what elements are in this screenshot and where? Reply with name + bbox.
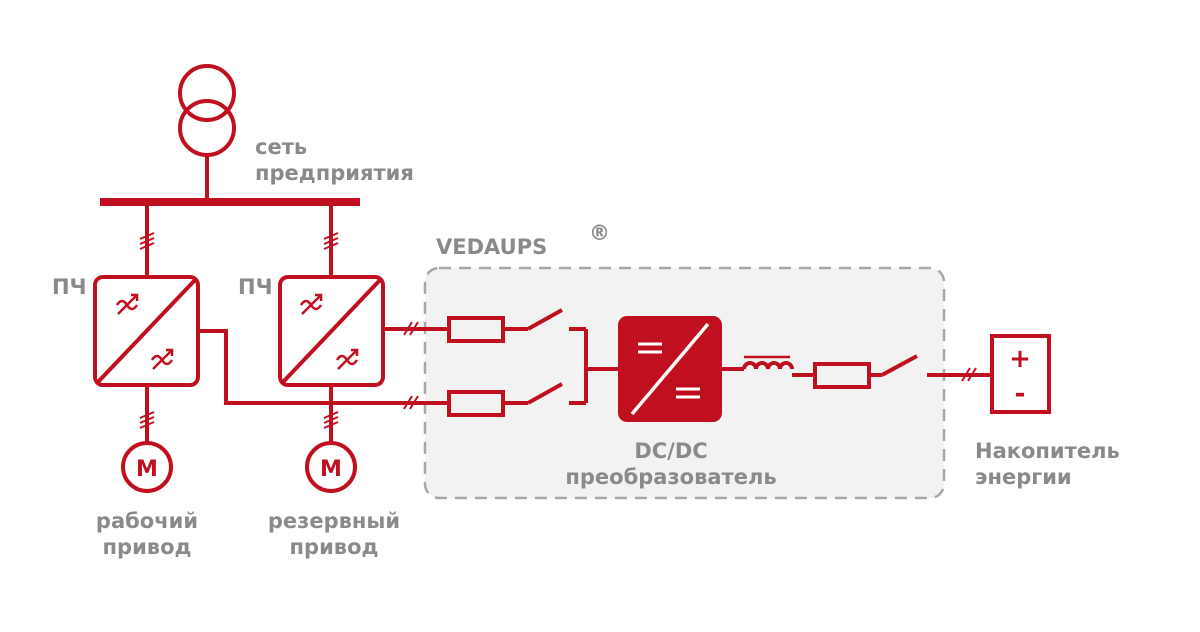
work-drive-label-line2: привод [103, 535, 192, 559]
ups-title: VEDAUPS [436, 235, 547, 259]
dc-link-mark-storage [961, 367, 977, 382]
reserve-drive-label-line2: привод [290, 535, 379, 559]
vfd1-label: ПЧ [52, 275, 87, 299]
grid-label-line1: сеть [255, 135, 307, 159]
switch-output-blade [881, 354, 918, 377]
dcdc-input-symbol [638, 342, 662, 354]
work-motor [121, 441, 173, 493]
dc-link-mark-upper [403, 321, 419, 336]
dcdc-diagonal [630, 322, 710, 416]
reserve-motor [305, 441, 357, 493]
work-drive-label-line1: рабочий [96, 509, 198, 533]
converter-label-line2: преобразователь [565, 465, 776, 489]
vfd1-ac-symbol-bottom [150, 348, 174, 370]
vfd1-diagonal [96, 278, 197, 384]
vfd2-ac-symbol-top [299, 293, 323, 315]
reserve-drive-label-line1: резервный [268, 509, 400, 533]
grid-label-line2: предприятия [255, 161, 414, 185]
three-phase-mark-motor2 [323, 411, 339, 429]
vfd2-ac-symbol-bottom [335, 348, 359, 370]
vfd1-ac-symbol-top [115, 293, 139, 315]
vfd2-label: ПЧ [238, 275, 273, 299]
three-phase-mark-feeder2 [323, 232, 339, 250]
transformer-lower-winding [178, 99, 236, 157]
reserve-motor-letter: M [320, 457, 342, 482]
dc-link-mark-lower [403, 395, 419, 410]
switch-upper-blade [527, 308, 563, 331]
three-phase-mark-feeder1 [139, 232, 155, 250]
storage-label-line1: Накопитель [975, 439, 1120, 463]
dcdc-output-symbol [676, 387, 700, 399]
transformer-upper-winding [178, 64, 236, 122]
converter-label-line1: DC/DC [634, 439, 707, 463]
storage-plus: + [1009, 344, 1031, 374]
storage-minus: - [1015, 379, 1026, 409]
switch-lower-blade [527, 382, 563, 405]
ups-trademark: ® [589, 221, 610, 245]
vfd1-dc-link [198, 329, 449, 405]
work-motor-letter: M [136, 457, 158, 482]
three-phase-mark-motor1 [139, 411, 155, 429]
storage-label-line2: энергии [975, 465, 1072, 489]
vfd2-diagonal [281, 278, 382, 384]
energy-storage-box [990, 334, 1051, 414]
inductor [742, 361, 794, 370]
